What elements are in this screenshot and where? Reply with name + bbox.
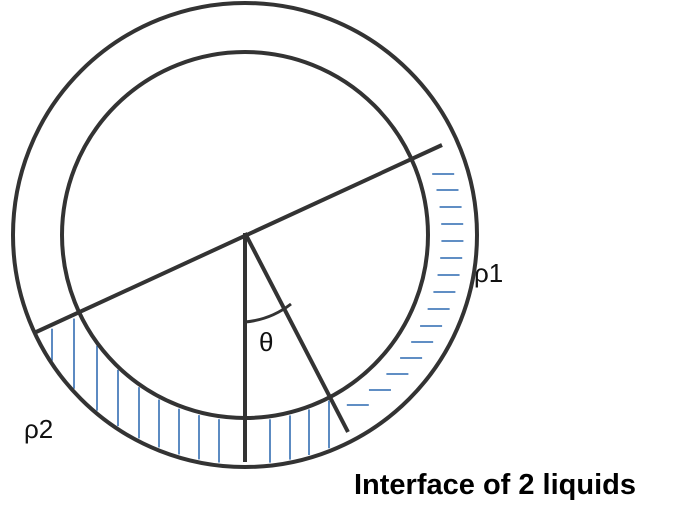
angle-arc <box>244 302 292 324</box>
theta-label: θ <box>259 327 273 357</box>
outer-ring <box>11 1 479 469</box>
liquid-rho1-hatching <box>346 173 464 406</box>
interface-diameter-line <box>33 143 443 335</box>
rho1-label: ρ1 <box>474 258 503 288</box>
diagram-caption: Interface of 2 liquids <box>354 469 636 501</box>
tilted-radius-line <box>243 232 350 433</box>
rho2-label: ρ2 <box>24 414 53 444</box>
liquid-rho2-hatching <box>51 318 330 463</box>
